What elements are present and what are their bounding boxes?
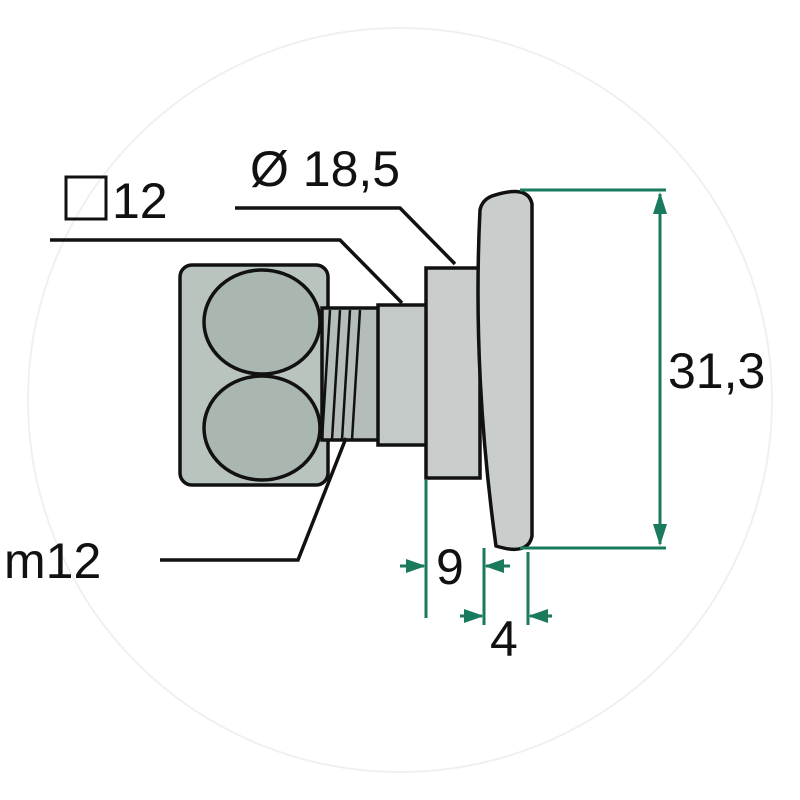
square-leader: [50, 238, 404, 305]
square-size-label: 12: [112, 173, 168, 229]
head-thickness-label: 4: [490, 611, 518, 667]
thread-label: m12: [4, 533, 101, 589]
diameter-leader: [235, 206, 457, 266]
dimension-head-thickness: [460, 552, 552, 625]
nut: [178, 263, 330, 487]
square-symbol-icon: [64, 175, 108, 221]
dimension-collar-width: [400, 480, 510, 625]
dimension-head-height: [520, 188, 667, 550]
bolt-head: [476, 189, 534, 552]
head-height-label: 31,3: [668, 343, 765, 399]
collar-width-label: 9: [436, 539, 464, 595]
collar: [424, 266, 482, 480]
thread-leader: [160, 437, 348, 562]
threaded-shank: [320, 306, 382, 442]
square-neck: [376, 303, 432, 447]
background-circle: [27, 27, 773, 773]
diameter-label: Ø 18,5: [250, 141, 400, 197]
